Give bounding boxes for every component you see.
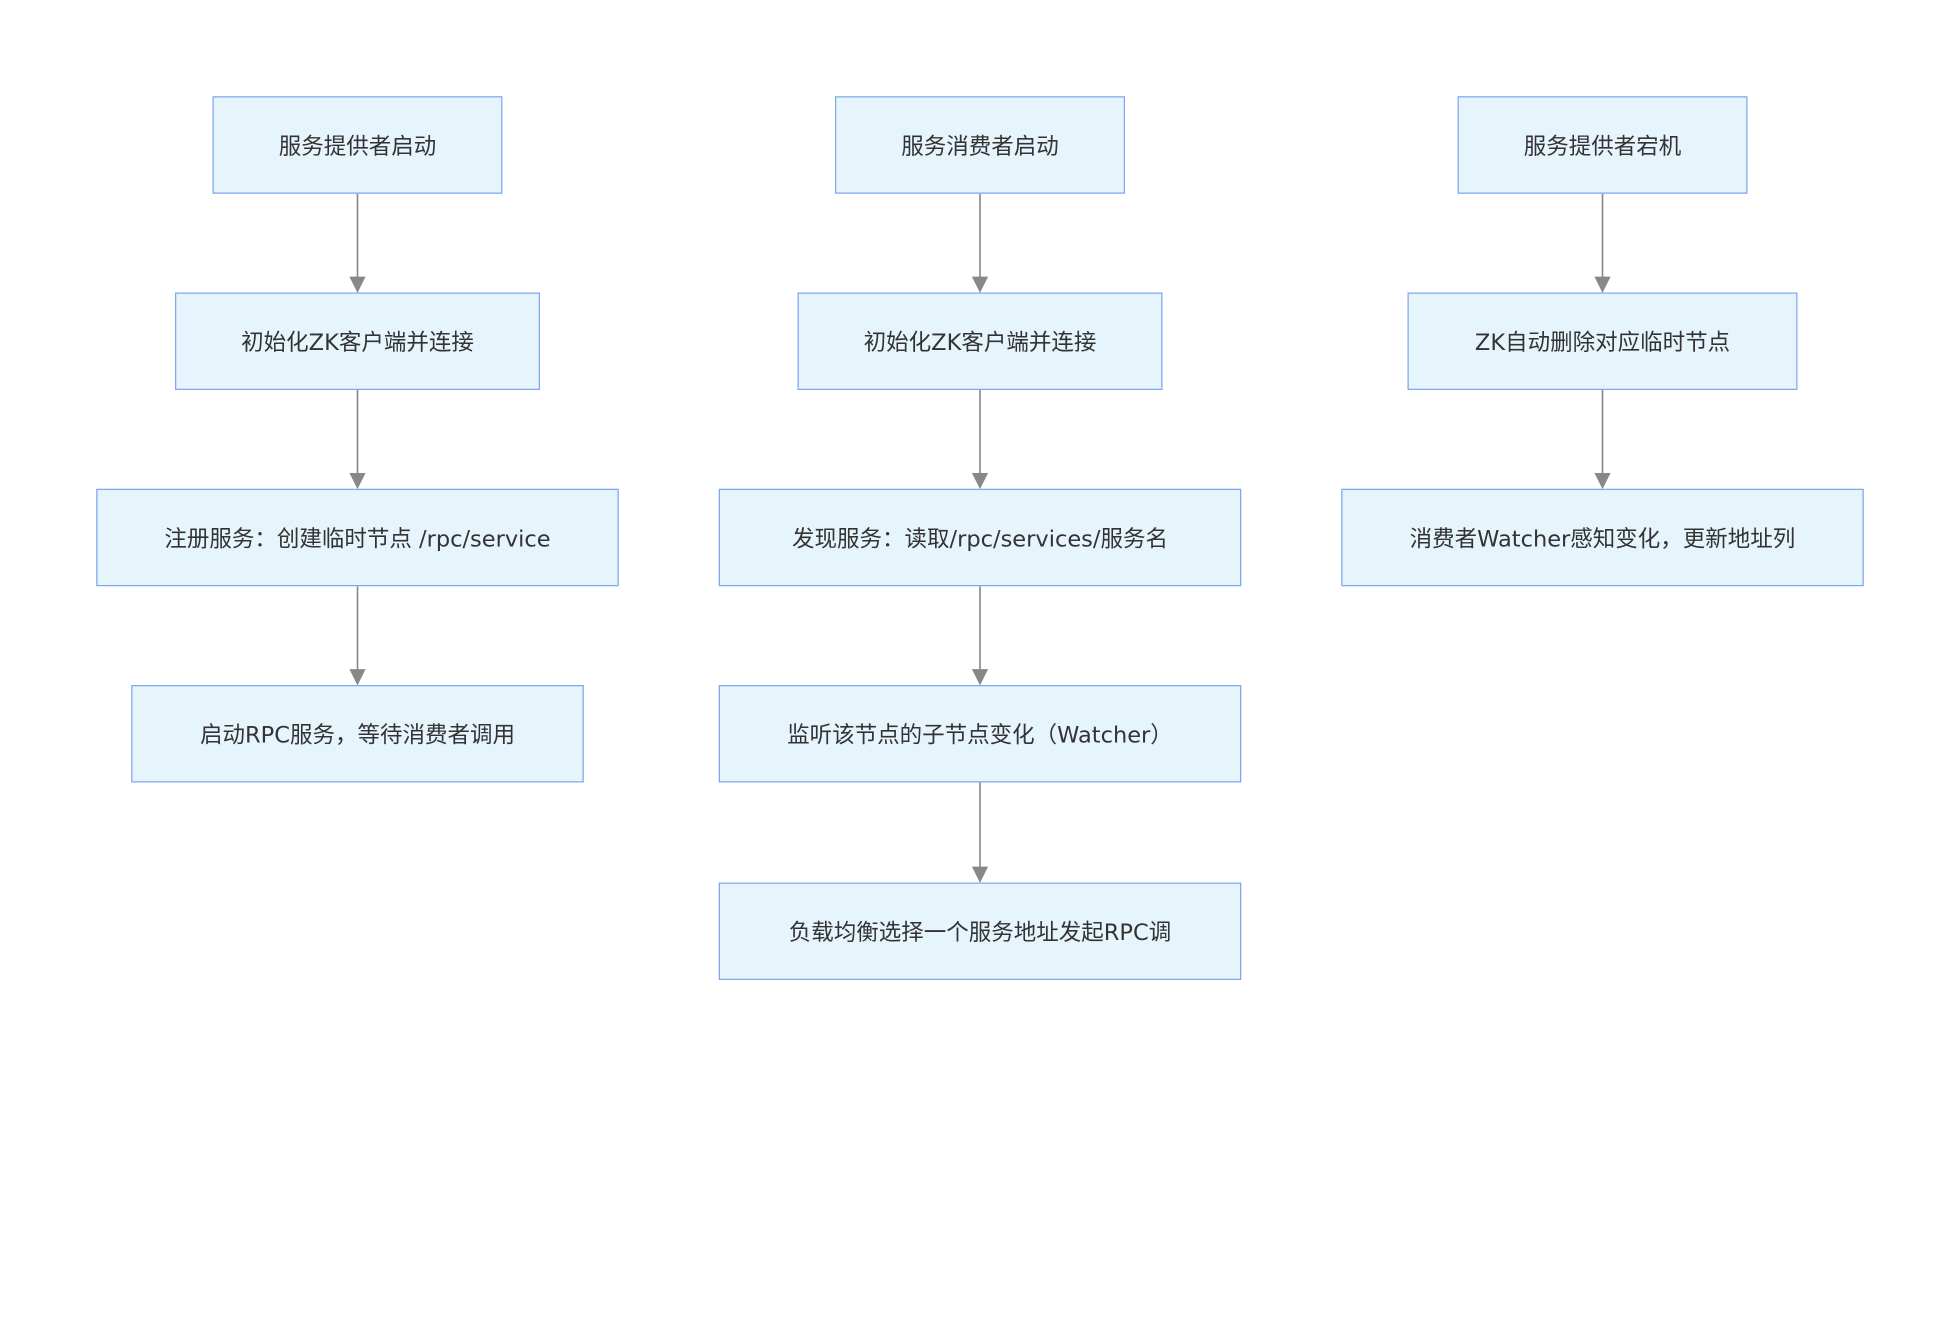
node-provider-register: 注册服务：创建临时节点 /rpc/service xyxy=(96,488,619,587)
node-consumer-watcher-update: 消费者Watcher感知变化，更新地址列 xyxy=(1341,488,1864,587)
node-label: 初始化ZK客户端并连接 xyxy=(241,330,474,357)
node-consumer-load-balance: 负载均衡选择一个服务地址发起RPC调 xyxy=(718,882,1242,980)
node-label: 启动RPC服务，等待消费者调用 xyxy=(200,722,515,749)
node-zk-delete-ephemeral: ZK自动删除对应临时节点 xyxy=(1407,292,1798,390)
node-label: 服务提供者启动 xyxy=(278,133,437,160)
node-consumer-init-zk: 初始化ZK客户端并连接 xyxy=(797,292,1163,390)
node-label: 服务消费者启动 xyxy=(901,133,1059,160)
node-provider-start: 服务提供者启动 xyxy=(212,96,503,194)
node-consumer-start: 服务消费者启动 xyxy=(835,96,1125,194)
node-label: 负载均衡选择一个服务地址发起RPC调 xyxy=(788,920,1172,947)
node-label: 初始化ZK客户端并连接 xyxy=(863,330,1097,357)
node-provider-crash: 服务提供者宕机 xyxy=(1457,96,1748,194)
node-consumer-watch: 监听该节点的子节点变化（Watcher） xyxy=(718,685,1242,783)
node-consumer-discover: 发现服务：读取/rpc/services/服务名 xyxy=(718,488,1242,587)
node-provider-init-zk: 初始化ZK客户端并连接 xyxy=(175,292,540,390)
node-label: 服务提供者宕机 xyxy=(1523,133,1682,160)
node-label: 发现服务：读取/rpc/services/服务名 xyxy=(792,526,1168,553)
node-label: 注册服务：创建临时节点 /rpc/service xyxy=(164,526,551,553)
node-label: 消费者Watcher感知变化，更新地址列 xyxy=(1409,526,1796,553)
edges-layer xyxy=(349,193,1611,883)
node-provider-start-rpc: 启动RPC服务，等待消费者调用 xyxy=(131,685,584,783)
node-label: ZK自动删除对应临时节点 xyxy=(1474,330,1731,357)
node-label: 监听该节点的子节点变化（Watcher） xyxy=(787,722,1173,749)
